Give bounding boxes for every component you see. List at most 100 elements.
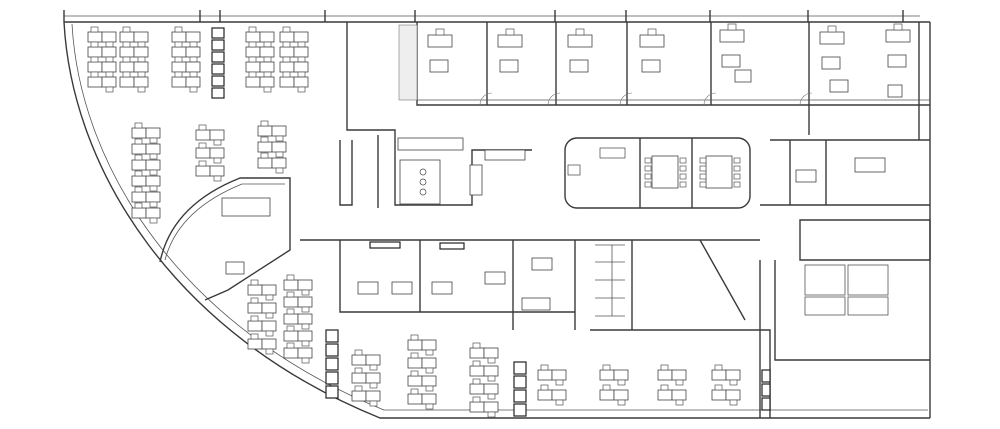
chair [660, 364, 669, 371]
chair [699, 165, 707, 172]
office-desk [639, 34, 665, 48]
chair [472, 342, 481, 349]
chair [137, 86, 146, 93]
desk [483, 383, 499, 395]
desk [245, 61, 261, 73]
chair [134, 122, 143, 129]
chair [174, 41, 183, 48]
chair [105, 56, 114, 63]
storage-cabinet [513, 403, 527, 417]
office-desk [531, 257, 553, 271]
desk [657, 369, 673, 381]
meeting-table [854, 157, 886, 173]
conference-table [221, 197, 271, 217]
desk [257, 157, 273, 169]
desk [725, 369, 741, 381]
desk [247, 320, 263, 332]
chair [174, 56, 183, 63]
desk [407, 357, 423, 369]
desk [421, 393, 437, 405]
chair [149, 137, 158, 144]
office-desk [391, 281, 413, 295]
chair [297, 86, 306, 93]
desk [711, 369, 727, 381]
chair [265, 330, 274, 337]
chair [487, 375, 496, 382]
chair [699, 173, 707, 180]
counter [484, 149, 526, 161]
chair [301, 289, 310, 296]
chair [189, 86, 198, 93]
desk [133, 61, 149, 73]
chair [675, 379, 684, 386]
storage-cabinet [513, 361, 527, 375]
desk [145, 207, 161, 219]
desk [421, 339, 437, 351]
east-service-rooms [759, 139, 931, 418]
chair [122, 56, 131, 63]
side-table [721, 54, 741, 68]
chair [729, 399, 738, 406]
storage-cabinet [325, 343, 339, 357]
desk [351, 372, 367, 384]
chair [425, 367, 434, 374]
desk [283, 313, 299, 325]
side-table [641, 59, 661, 73]
chair [660, 384, 669, 391]
chair [149, 169, 158, 176]
side-table [569, 59, 589, 73]
chair [727, 23, 737, 31]
reception-desk [521, 297, 551, 311]
desk [297, 279, 313, 291]
desk [185, 76, 201, 88]
storage-cabinet [369, 241, 401, 249]
chair [122, 41, 131, 48]
chair [472, 360, 481, 367]
desk [407, 375, 423, 387]
desk [259, 46, 275, 58]
desk [185, 46, 201, 58]
storage-cabinet [439, 242, 465, 250]
chair [174, 71, 183, 78]
desk [131, 143, 147, 155]
desk [469, 347, 485, 359]
desk [247, 338, 263, 350]
chair [149, 185, 158, 192]
desk [365, 390, 381, 402]
desk [551, 389, 567, 401]
desk [131, 207, 147, 219]
desk [131, 159, 147, 171]
office-desk [795, 169, 817, 183]
chair [105, 41, 114, 48]
chair [301, 323, 310, 330]
desk [87, 46, 103, 58]
chair [149, 153, 158, 160]
chair [275, 167, 284, 174]
storage-cabinet [211, 63, 225, 75]
desk [101, 46, 117, 58]
chair [248, 26, 257, 33]
desk [469, 365, 485, 377]
chair [644, 181, 652, 188]
desk [133, 31, 149, 43]
desk [195, 129, 211, 141]
chair [410, 352, 419, 359]
chair [354, 385, 363, 392]
desk [171, 46, 187, 58]
chair [149, 217, 158, 224]
desk [101, 76, 117, 88]
chair [265, 312, 274, 319]
chair [122, 26, 131, 33]
desk [261, 302, 277, 314]
desk [483, 347, 499, 359]
desk [365, 354, 381, 366]
office-desk [567, 34, 593, 48]
desk [279, 31, 295, 43]
chair [297, 71, 306, 78]
office-desk [885, 29, 911, 43]
side-table [499, 59, 519, 73]
chair [425, 403, 434, 410]
chair [733, 165, 741, 172]
chair [602, 364, 611, 371]
